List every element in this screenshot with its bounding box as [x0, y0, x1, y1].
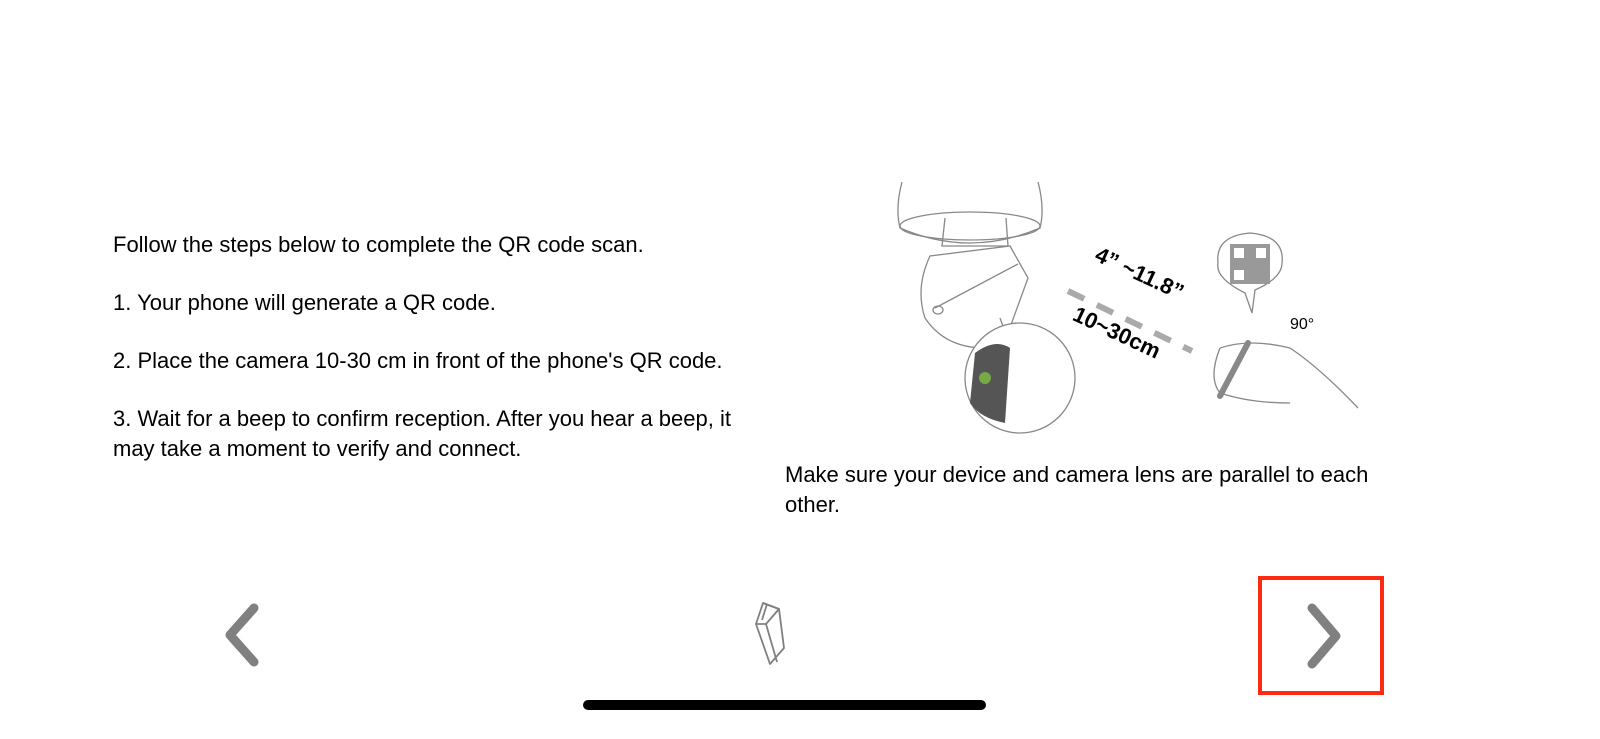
step-3: 3. Wait for a beep to confirm reception.… [113, 406, 731, 461]
chevron-right-icon [1307, 603, 1341, 669]
distance-cm: 10~30cm [1069, 301, 1164, 363]
hand [1213, 342, 1359, 409]
distance-inches: 4” ~11.8” [1091, 242, 1187, 305]
ceiling-mount [897, 181, 1043, 244]
book-icon [755, 602, 785, 665]
chevron-left-icon [225, 603, 259, 667]
instructions: Follow the steps below to complete the Q… [113, 230, 763, 492]
step-2: 2. Place the camera 10-30 cm in front of… [113, 348, 723, 373]
guide-book-button[interactable] [745, 598, 825, 670]
back-button[interactable] [212, 600, 272, 670]
next-button[interactable] [1258, 576, 1384, 695]
intro-text: Follow the steps below to complete the Q… [113, 232, 644, 257]
parallel-caption: Make sure your device and camera lens ar… [785, 462, 1369, 517]
qr-bubble [1217, 232, 1283, 314]
camera-scan-illustration: 4” ~11.8” 10~30cm 90° [897, 181, 1359, 434]
step-1: 1. Your phone will generate a QR code. [113, 290, 496, 315]
angle-label: 90° [1290, 316, 1314, 333]
home-indicator[interactable] [583, 700, 986, 710]
